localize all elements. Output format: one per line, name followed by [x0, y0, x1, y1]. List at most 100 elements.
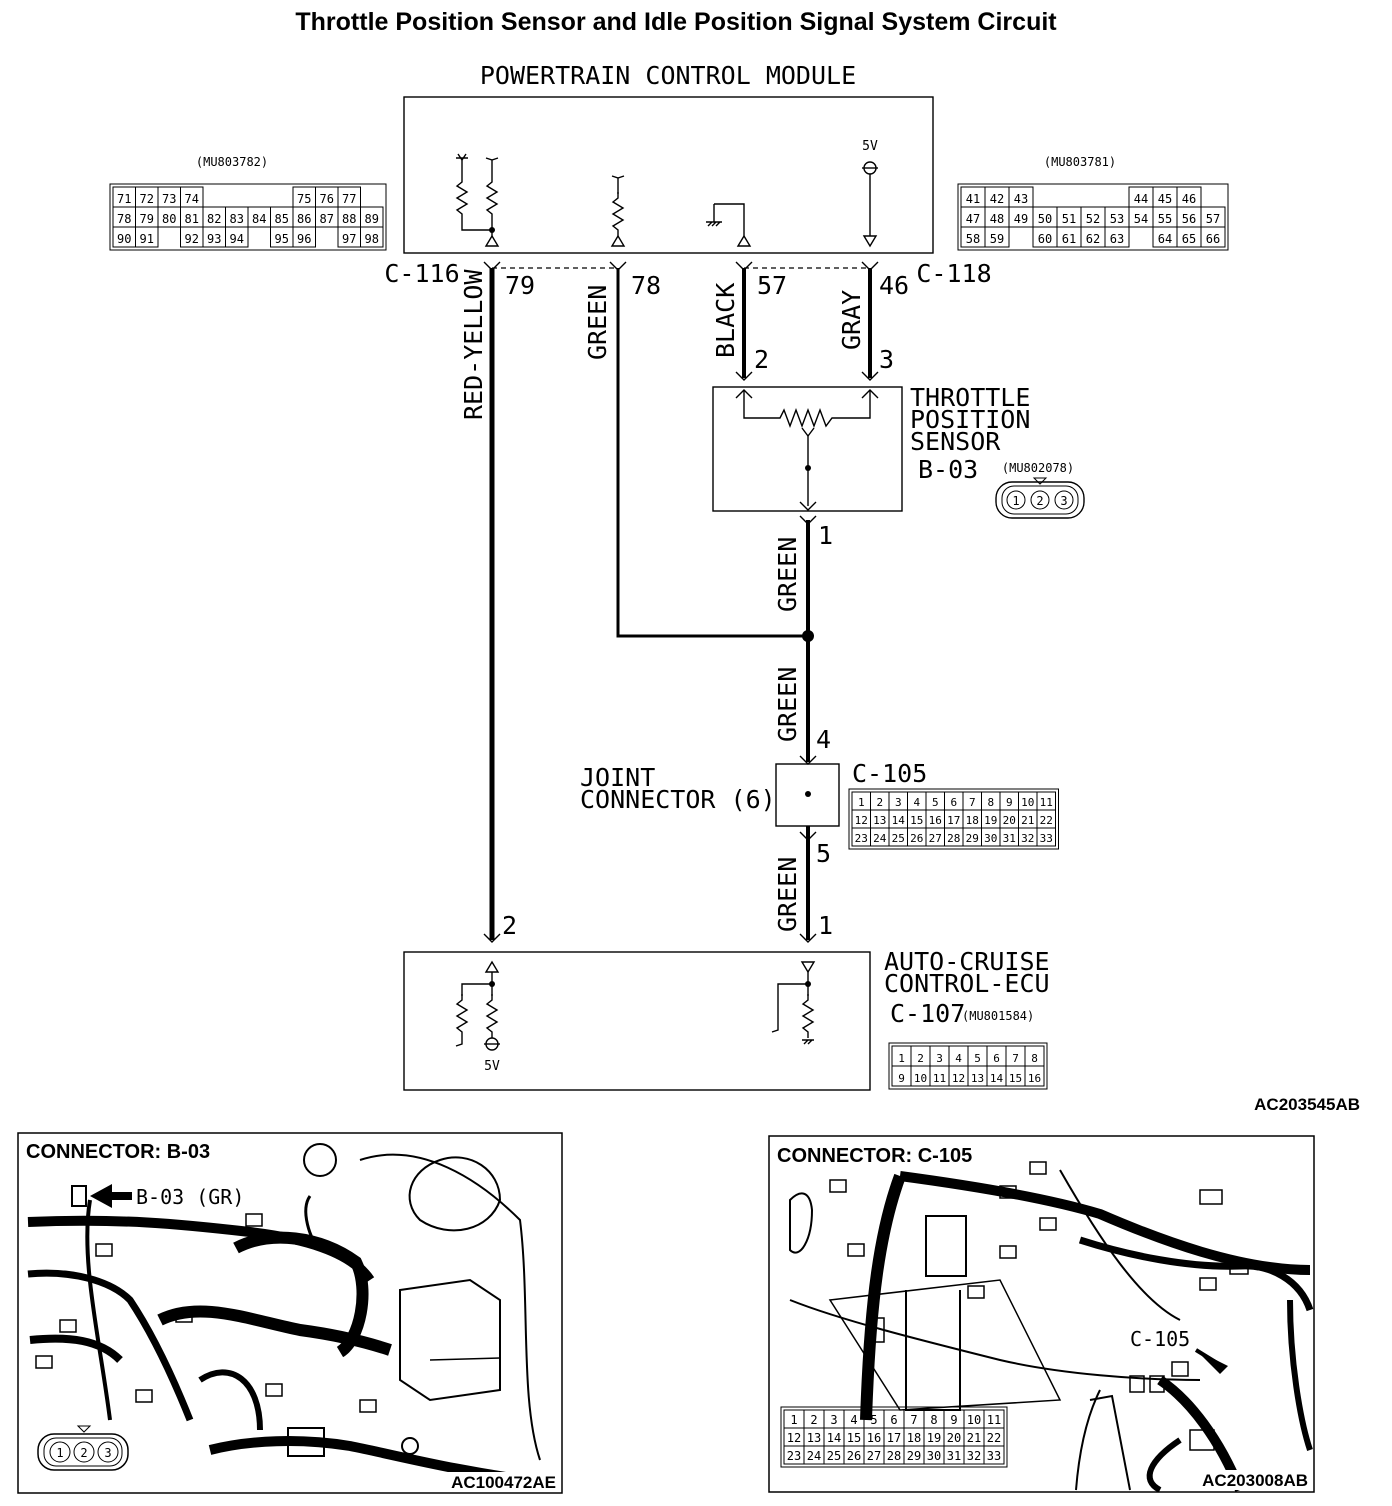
figure-code: AC203545AB [1254, 1095, 1360, 1114]
photo-right-pin: 15 [847, 1431, 861, 1445]
photo-right-pin: 20 [947, 1431, 961, 1445]
joint-label-1: JOINT [580, 763, 655, 792]
photo-left-pin-1: 1 [56, 1446, 63, 1460]
pcm-left-pin: 90 [117, 232, 131, 246]
ecu-pin: 11 [933, 1072, 946, 1085]
pin-79: 79 [505, 271, 535, 300]
pcm-right-cell [1104, 226, 1130, 248]
ecu-pin-1: 1 [818, 911, 833, 940]
ecu-pin: 10 [914, 1072, 927, 1085]
photo-right-pin: 17 [887, 1431, 901, 1445]
photo-right-pin: 5 [870, 1413, 877, 1427]
ecu-node-right [805, 981, 811, 987]
photo-right-pin: 7 [910, 1413, 917, 1427]
tps-label-3: SENSOR [910, 427, 1001, 456]
joint-pin: 16 [929, 814, 942, 827]
photo-right-pin: 26 [847, 1449, 861, 1463]
photo-left-pin-3: 3 [104, 1446, 111, 1460]
pin-78: 78 [631, 271, 661, 300]
joint-pin: 3 [895, 796, 902, 809]
pcm-left-cell [135, 226, 159, 248]
wire-label-green-tps: GREEN [773, 537, 802, 612]
pcm-voltage: 5V [862, 139, 878, 154]
joint-pin-4: 4 [816, 725, 831, 754]
pcm-node-79 [489, 227, 495, 233]
photo-right-pin: 25 [827, 1449, 841, 1463]
joint-pin: 11 [1040, 796, 1053, 809]
photo-right-pin: 14 [827, 1431, 841, 1445]
ecu-id: C-107 [890, 999, 965, 1028]
joint-pin: 15 [910, 814, 923, 827]
ecu-pin-2: 2 [502, 911, 517, 940]
tps-part: (MU802078) [1002, 461, 1074, 475]
photo-right-frame [780, 1406, 1008, 1468]
tps-label-2: POSITION [910, 405, 1030, 434]
joint-pin: 30 [984, 832, 997, 845]
pcm-right-pin: 61 [1062, 232, 1076, 246]
joint-pin: 14 [892, 814, 906, 827]
photo-right-pin: 23 [787, 1449, 801, 1463]
ecu-pin: 1 [898, 1052, 905, 1065]
pcm-left-pin: 85 [275, 212, 289, 226]
photo-right-pin: 21 [967, 1431, 981, 1445]
pcm-left-cell [360, 226, 384, 248]
pin-57: 57 [757, 271, 787, 300]
joint-pin: 7 [969, 796, 976, 809]
pcm-left-pin: 83 [230, 212, 244, 226]
photo-right-pin: 16 [867, 1431, 881, 1445]
photo-right-title: CONNECTOR: C-105 [777, 1145, 972, 1167]
pcm-box [403, 96, 934, 254]
photo-right-pin: 18 [907, 1431, 921, 1445]
splice-node [802, 630, 814, 642]
photo-left-pin-2: 2 [80, 1446, 87, 1460]
photo-right-pin: 13 [807, 1431, 821, 1445]
pcm-left-pin: 98 [365, 232, 379, 246]
pcm-right-pin: 54 [1134, 212, 1148, 226]
ecu-box [403, 951, 871, 1091]
ecu-pin: 6 [993, 1052, 1000, 1065]
joint-pin: 33 [1040, 832, 1053, 845]
pcm-pin46-supply [862, 161, 878, 248]
photo-right-pin: 10 [967, 1413, 981, 1427]
pcm-right-pin: 45 [1158, 192, 1172, 206]
photo-right-pin: 22 [987, 1431, 1001, 1445]
ecu-pin: 13 [971, 1072, 984, 1085]
joint-pin: 6 [950, 796, 957, 809]
ecu-pin: 2 [917, 1052, 924, 1065]
pcm-right-pin: 66 [1206, 232, 1220, 246]
pcm-left-pin: 72 [140, 192, 154, 206]
tps-internals [735, 371, 879, 525]
photo-right-pin: 30 [927, 1449, 941, 1463]
photo-left-code-bg [432, 1472, 560, 1492]
joint-pin: 22 [1040, 814, 1053, 827]
photo-right-pin: 31 [947, 1449, 961, 1463]
pcm-right-pin: 63 [1110, 232, 1124, 246]
joint-pin: 19 [984, 814, 997, 827]
pcm-connector-arrows [483, 261, 879, 271]
pcm-left-part: (MU803782) [196, 155, 268, 169]
joint-pin: 32 [1021, 832, 1034, 845]
photo-right-pin: 12 [787, 1431, 801, 1445]
pcm-right-pin: 55 [1158, 212, 1172, 226]
pcm-right-pin: 60 [1038, 232, 1052, 246]
joint-pin: 5 [932, 796, 939, 809]
tps-connector-face [995, 477, 1085, 519]
photo-right-pin: 32 [967, 1449, 981, 1463]
photo-right-callout: C-105 [1130, 1327, 1190, 1351]
tps-box [712, 386, 903, 512]
photo-right-pin: 24 [807, 1449, 821, 1463]
ecu-node-left [489, 981, 495, 987]
pcm-left-pin: 71 [117, 192, 131, 206]
wire-label-green-78: GREEN [583, 285, 612, 360]
pcm-right-pin: 44 [1134, 192, 1148, 206]
wire-label-black: BLACK [711, 283, 740, 358]
pcm-left-cell [292, 226, 316, 248]
pcm-right-cell [1200, 226, 1226, 248]
ecu-pin: 14 [990, 1072, 1004, 1085]
joint-pin: 28 [947, 832, 960, 845]
pcm-left-pin: 74 [185, 192, 199, 206]
ecu-pin: 8 [1031, 1052, 1038, 1065]
photo-right-pin: 3 [830, 1413, 837, 1427]
